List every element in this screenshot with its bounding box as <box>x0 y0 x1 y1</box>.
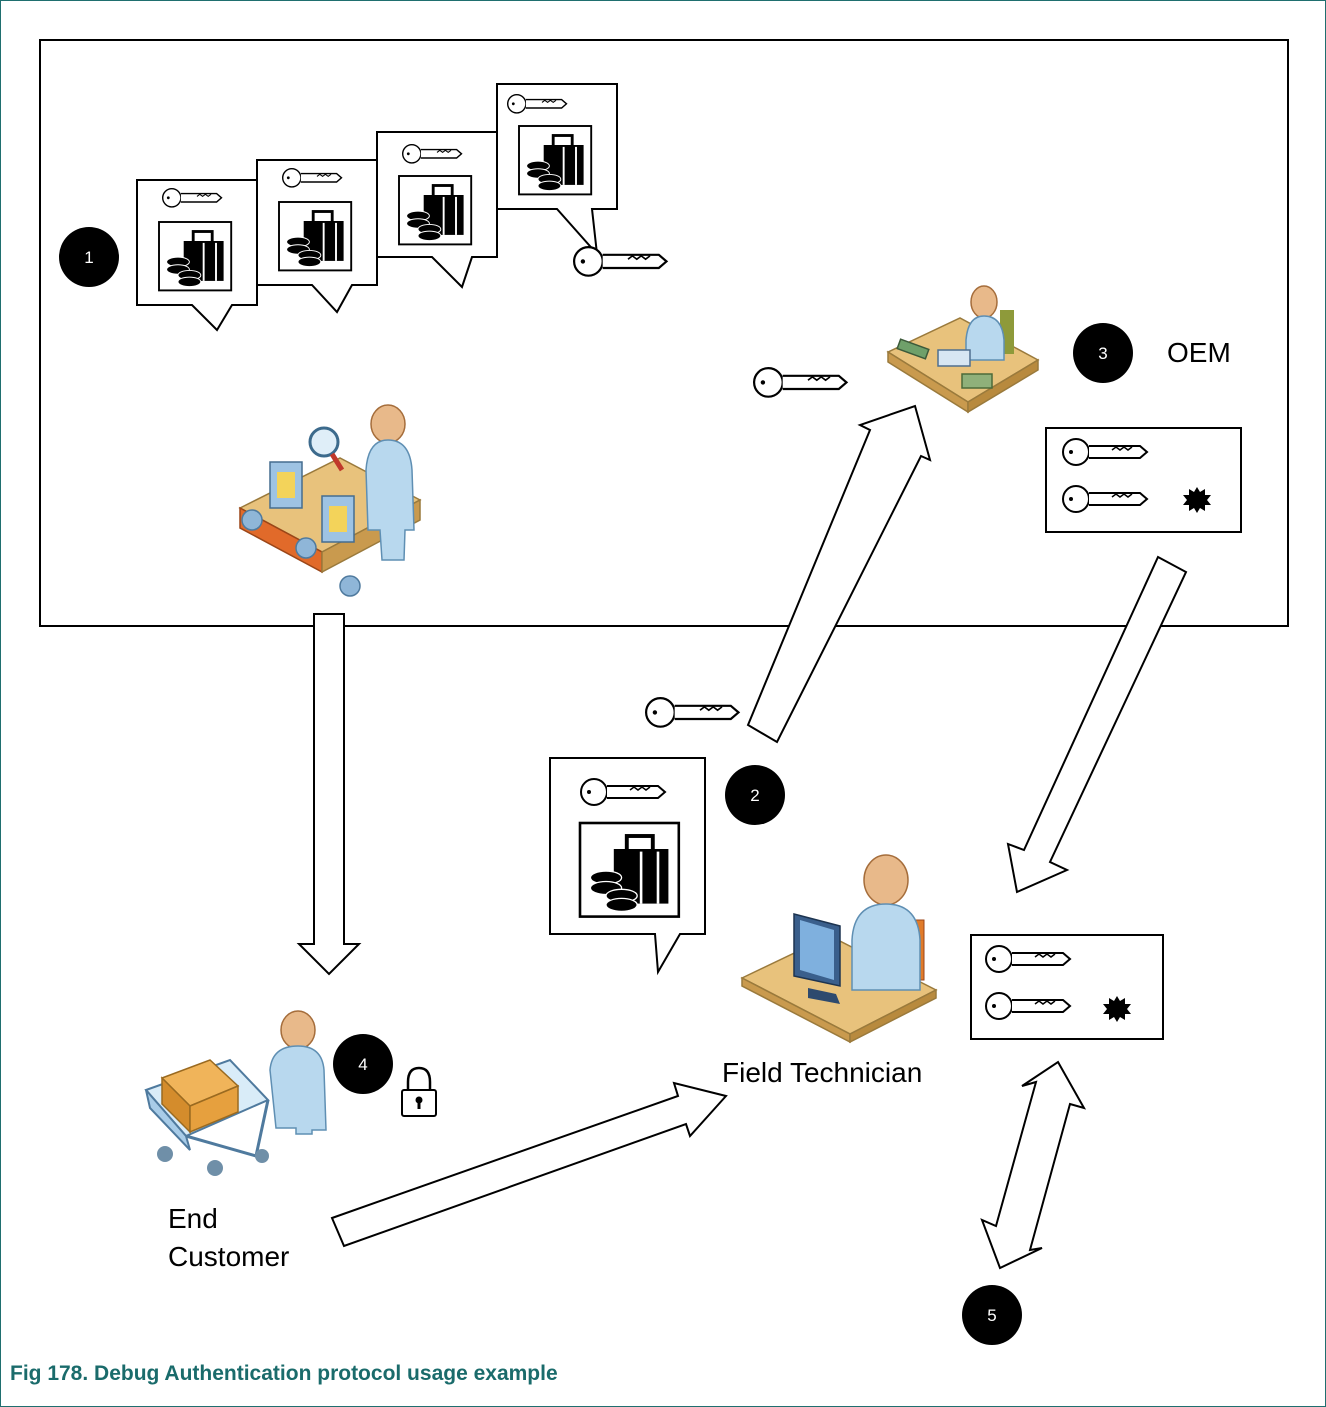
oem-label: OEM <box>1167 337 1231 368</box>
end-customer-label-line1: End <box>168 1203 218 1234</box>
svg-text:1: 1 <box>84 248 93 267</box>
step-5-badge: 5 <box>962 1285 1022 1345</box>
credential-bubble <box>256 159 378 314</box>
key-icon <box>752 367 848 398</box>
technician-computer-icon <box>740 854 938 1044</box>
credential-bubble <box>136 179 258 332</box>
figure-caption: Fig 178. Debug Authentication protocol u… <box>10 1362 558 1385</box>
svg-text:3: 3 <box>1098 344 1107 363</box>
padlock-icon <box>401 1066 437 1117</box>
technician-credential-bubble <box>549 757 706 976</box>
debug-certificate-technician <box>970 934 1164 1040</box>
svg-text:2: 2 <box>750 786 759 805</box>
credential-bubble <box>496 83 618 258</box>
step-1-badge: 1 <box>59 227 119 287</box>
key-icon <box>644 696 740 728</box>
key-icon <box>572 246 668 277</box>
manufacturing-boundary <box>39 39 1289 627</box>
manufacturing-inspector-icon <box>238 404 422 597</box>
end-customer-label-line2: Customer <box>168 1241 290 1272</box>
arrow-oem-to-technician <box>1006 555 1188 894</box>
credential-bubble-stack <box>136 83 618 332</box>
arrow-technician-to-oem <box>746 404 932 744</box>
credential-bubble <box>376 131 498 289</box>
debug-certificate-oem <box>1045 427 1242 533</box>
step-4-badge: 4 <box>333 1034 393 1094</box>
arrow-technician-to-device <box>980 1060 1087 1270</box>
svg-text:4: 4 <box>358 1055 367 1074</box>
oem-desk-worker-icon <box>886 285 1040 414</box>
field-technician-label: Field Technician <box>722 1057 923 1088</box>
step-2-badge: 2 <box>725 765 785 825</box>
shopping-cart-customer-icon <box>144 1010 327 1176</box>
arrow-customer-to-technician <box>330 1081 728 1248</box>
step-3-badge: 3 <box>1073 323 1133 383</box>
svg-text:5: 5 <box>987 1306 996 1325</box>
arrow-to-end-customer <box>296 613 362 976</box>
